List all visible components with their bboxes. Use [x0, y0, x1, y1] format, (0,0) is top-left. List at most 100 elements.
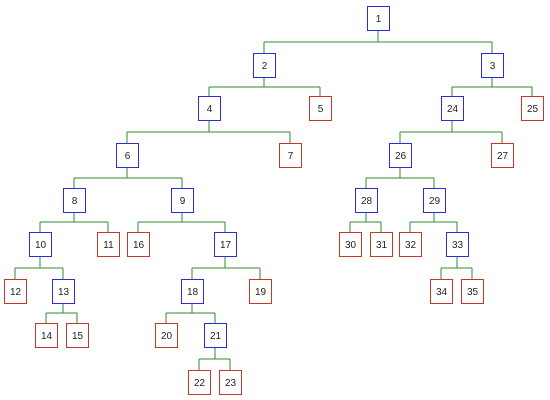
node-label: 11 — [103, 240, 114, 251]
edge-group-21 — [198, 347, 231, 370]
node-label: 33 — [452, 240, 464, 251]
leaf-node-box — [491, 143, 514, 168]
node-label: 2 — [262, 61, 268, 72]
tree-edges — [14, 30, 533, 370]
tree-node-31: 31 — [370, 232, 393, 257]
internal-node-box — [253, 53, 276, 78]
tree-node-16: 16 — [127, 232, 150, 257]
leaf-node-box — [309, 96, 332, 121]
tree-node-1: 1 — [367, 6, 390, 31]
node-label: 15 — [72, 331, 84, 342]
tree-node-26: 26 — [389, 143, 412, 168]
node-label: 23 — [225, 378, 237, 389]
internal-node-box — [446, 232, 469, 257]
leaf-node-box — [521, 96, 544, 121]
edge-group-9 — [137, 212, 226, 232]
leaf-node-box — [155, 323, 178, 348]
internal-node-box — [116, 143, 139, 168]
node-label: 4 — [207, 104, 213, 115]
tree-node-5: 5 — [309, 96, 332, 121]
tree-node-28: 28 — [355, 188, 378, 213]
internal-node-box — [171, 188, 194, 213]
node-label: 26 — [395, 151, 407, 162]
leaf-node-box — [339, 232, 362, 257]
node-label: 5 — [318, 104, 324, 115]
leaf-node-box — [370, 232, 393, 257]
node-label: 24 — [447, 104, 459, 115]
node-label: 13 — [58, 287, 70, 298]
edge-group-24 — [399, 120, 503, 143]
tree-node-12: 12 — [4, 279, 27, 304]
internal-node-box — [204, 323, 227, 348]
edge-group-28 — [349, 212, 382, 232]
internal-node-box — [481, 53, 504, 78]
node-label: 29 — [429, 196, 441, 207]
leaf-node-box — [279, 143, 302, 168]
tree-node-4: 4 — [198, 96, 221, 121]
internal-node-box — [29, 232, 52, 257]
tree-node-6: 6 — [116, 143, 139, 168]
edge-group-29 — [409, 212, 458, 232]
node-label: 3 — [490, 61, 496, 72]
tree-node-35: 35 — [461, 279, 484, 304]
tree-node-14: 14 — [35, 323, 58, 348]
tree-node-23: 23 — [219, 370, 242, 395]
node-label: 25 — [527, 104, 539, 115]
leaf-node-box — [188, 370, 211, 395]
tree-node-19: 19 — [249, 279, 272, 304]
node-label: 9 — [180, 196, 186, 207]
node-label: 1 — [376, 14, 382, 25]
tree-node-8: 8 — [63, 188, 86, 213]
internal-node-box — [52, 279, 75, 304]
tree-node-2: 2 — [253, 53, 276, 78]
node-label: 31 — [376, 240, 388, 251]
edge-group-10 — [14, 256, 64, 279]
leaf-node-box — [430, 279, 453, 304]
internal-node-box — [441, 96, 464, 121]
leaf-node-box — [4, 279, 27, 304]
tree-node-32: 32 — [399, 232, 422, 257]
node-label: 7 — [288, 151, 294, 162]
node-label: 27 — [497, 151, 509, 162]
node-label: 35 — [467, 287, 479, 298]
tree-node-17: 17 — [214, 232, 237, 257]
edge-group-13 — [45, 303, 78, 323]
tree-node-34: 34 — [430, 279, 453, 304]
node-label: 20 — [161, 331, 173, 342]
node-label: 19 — [255, 287, 267, 298]
edge-group-26 — [365, 167, 435, 188]
tree-node-7: 7 — [279, 143, 302, 168]
leaf-node-box — [66, 323, 89, 348]
tree-node-25: 25 — [521, 96, 544, 121]
tree-node-33: 33 — [446, 232, 469, 257]
tree-node-22: 22 — [188, 370, 211, 395]
tree-node-3: 3 — [481, 53, 504, 78]
tree-node-9: 9 — [171, 188, 194, 213]
edge-group-18 — [165, 303, 216, 323]
internal-node-box — [63, 188, 86, 213]
leaf-node-box — [249, 279, 272, 304]
tree-node-15: 15 — [66, 323, 89, 348]
node-label: 34 — [436, 287, 448, 298]
node-label: 14 — [41, 331, 53, 342]
node-label: 8 — [72, 196, 78, 207]
internal-node-box — [181, 279, 204, 304]
tree-node-10: 10 — [29, 232, 52, 257]
edge-group-33 — [440, 256, 473, 279]
leaf-node-box — [35, 323, 58, 348]
tree-node-18: 18 — [181, 279, 204, 304]
node-label: 10 — [35, 240, 47, 251]
leaf-node-box — [219, 370, 242, 395]
node-label: 12 — [10, 287, 22, 298]
tree-node-30: 30 — [339, 232, 362, 257]
tree-node-11: 11 — [97, 232, 120, 257]
node-label: 18 — [187, 287, 199, 298]
node-label: 17 — [220, 240, 232, 251]
node-label: 30 — [345, 240, 357, 251]
tree-node-13: 13 — [52, 279, 75, 304]
edge-group-4 — [126, 120, 291, 143]
node-label: 16 — [133, 240, 145, 251]
internal-node-box — [389, 143, 412, 168]
leaf-node-box — [461, 279, 484, 304]
